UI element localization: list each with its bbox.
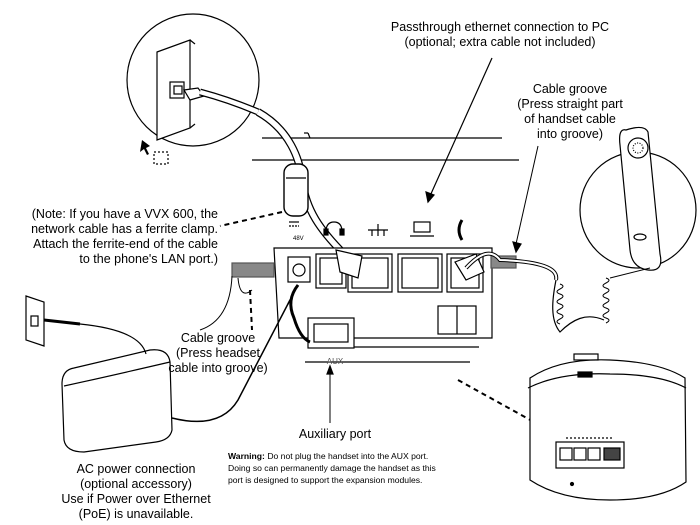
coiled-cord [556,277,610,325]
note-line3: Attach the ferrite-end of the cable [33,237,218,251]
handset-closeup [579,126,697,279]
aux-warning: Warning: Do not plug the handset into th… [228,450,518,486]
ferrite-clamp [283,163,309,217]
groove-left-line2: (Press headset [175,346,261,360]
ferrite-note: (Note: If you have a VVX 600, the networ… [0,207,218,267]
warning-line2: Doing so can permanently damage the hand… [228,463,436,473]
groove-left-line3: cable into groove) [168,361,268,375]
wall-outlet [25,295,45,347]
groove-right-line2: (Press straight part [517,97,623,111]
ac-line2: (optional accessory) [80,477,192,491]
handset-port-icon [457,219,464,241]
ac-line3: Use if Power over Ethernet [61,492,211,506]
note-line2: network cable has a ferrite clamp. [31,222,218,236]
wall-jack-closeup [126,13,260,165]
ac-adapter [61,349,173,453]
power-port-icon [289,221,299,227]
ac-line1: AC power connection [76,462,196,476]
port-icon-strip: 48V [289,219,464,242]
aux-port-label: Auxiliary port [298,427,372,441]
passthrough-label: Passthrough ethernet connection to PC (o… [355,20,645,50]
groove-left-line1: Cable groove [180,331,256,345]
cable-groove-handset-label: Cable groove (Press straight part of han… [495,82,645,142]
ac-line4: (PoE) is unavailable. [78,507,194,521]
pc-laptop-icon [410,221,434,237]
passthrough-line2: (optional; extra cable not included) [404,35,596,49]
warning-line3: port is designed to support the expansio… [228,475,423,485]
ac-power-label: AC power connection (optional accessory)… [52,462,220,522]
aux-port-marking: AUX [326,357,344,366]
phone-back-detail [527,353,687,501]
groove-right-line3: of handset cable [524,112,616,126]
headset-port-icon [323,221,345,236]
passthrough-line1: Passthrough ethernet connection to PC [390,20,610,34]
note-line4: to the phone's LAN port.) [79,252,218,266]
port-48v-label: 48V [293,236,304,242]
groove-right-line1: Cable groove [532,82,608,96]
groove-right-line4: into groove) [536,127,603,141]
note-line1: (Note: If you have a VVX 600, the [31,207,218,221]
warning-line1: Do not plug the handset into the AUX por… [267,451,429,461]
cable-groove-headset-label: Cable groove (Press headset cable into g… [158,331,278,376]
warning-title: Warning: [228,451,265,461]
lan-network-icon [368,224,388,236]
